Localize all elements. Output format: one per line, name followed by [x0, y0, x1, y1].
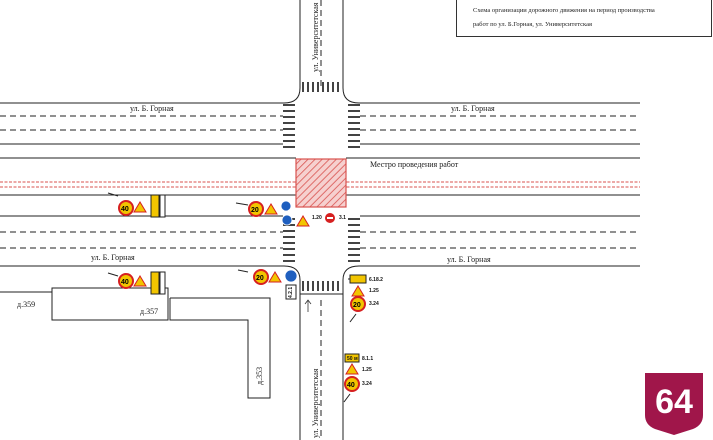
- detour-sign: [150, 271, 160, 295]
- mandatory-direction-sign: [281, 214, 293, 226]
- street-label-gornaya-bottom-right: ул. Б. Горная: [447, 255, 491, 264]
- sign-group-far-south: 50 м 8.1.1 1.25 40 3.24: [343, 353, 373, 403]
- speed-limit-value: 20: [353, 302, 361, 309]
- speed-limit-sign: [248, 201, 264, 217]
- sign-code: 3.24: [362, 381, 372, 387]
- gornaya-street-bottom: [0, 215, 640, 281]
- roadworks-sign: [296, 215, 310, 227]
- street-label-gornaya-top-right: ул. Б. Горная: [451, 104, 495, 113]
- roadworks-sign: [264, 203, 278, 215]
- detour-sign: [349, 274, 367, 284]
- sign-group-west-upper: 40: [107, 192, 166, 218]
- sign-group-west-intersection: 20 1.20 3.1: [235, 200, 346, 227]
- street-label-univ-north: ул. Университетская: [311, 2, 320, 72]
- crosswalk-west: [283, 104, 295, 262]
- sign-code: 6.18.2: [369, 277, 383, 283]
- speed-limit-value: 40: [121, 279, 129, 286]
- work-site-label: Местро проведения работ: [370, 160, 459, 169]
- building-label-357: д.357: [140, 307, 158, 316]
- crosswalk-east: [348, 104, 360, 262]
- title-line-2: работ по ул. Б.Горная, ул. Университетск…: [473, 21, 592, 28]
- work-zone: [295, 158, 347, 208]
- roadworks-sign: [133, 275, 147, 287]
- sign-group-south-west: 20 4.2.1: [237, 269, 298, 300]
- street-label-gornaya-top-left: ул. Б. Горная: [130, 104, 174, 113]
- speed-limit-sign: [344, 376, 360, 392]
- distance-plate: [344, 353, 360, 363]
- sign-code: 3.24: [369, 301, 379, 307]
- building-label-359: д.359: [17, 300, 35, 309]
- roadworks-sign: [351, 285, 365, 297]
- sign-group-south-east: 6.18.2 1.25 20 3.24: [348, 274, 383, 323]
- speed-limit-value: 40: [121, 206, 129, 213]
- street-label-gornaya-bottom-left: ул. Б. Горная: [91, 253, 135, 262]
- crosswalk-north: [302, 82, 339, 92]
- sign-group-west-lower: 40: [107, 271, 166, 295]
- sign-code: 1.25: [362, 367, 372, 373]
- sign-code: 1.20: [312, 215, 322, 221]
- title-box: Схема организации дорожного движения на …: [456, 0, 712, 37]
- speed-limit-sign: [118, 200, 134, 216]
- logo-text: 64: [655, 383, 693, 421]
- sign-code: 1.25: [369, 288, 379, 294]
- title-line-1: Схема организации дорожного движения на …: [473, 7, 655, 14]
- mandatory-direction-sign: [280, 200, 292, 212]
- speed-limit-sign: [253, 269, 269, 285]
- speed-limit-value: 20: [251, 207, 259, 214]
- sign-code: 3.1: [339, 215, 346, 221]
- speed-limit-sign: [350, 296, 366, 312]
- univ-street-north: [299, 0, 344, 88]
- buildings: [0, 287, 271, 399]
- speed-limit-sign: [118, 273, 134, 289]
- sign-code: 50 м: [347, 356, 358, 362]
- speed-limit-value: 20: [256, 275, 264, 282]
- street-label-univ-south: ул. Университетская: [311, 368, 320, 438]
- gornaya-street-top: [0, 87, 640, 196]
- speed-limit-value: 40: [347, 382, 355, 389]
- univ-street-south: [299, 280, 344, 440]
- sign-code: 4.2.1: [288, 287, 294, 298]
- building-label-353: д.353: [255, 367, 264, 385]
- crosswalk-south: [302, 281, 339, 291]
- lane-arrow-south: [304, 299, 312, 312]
- sign-code: 8.1.1: [362, 356, 373, 362]
- roadworks-sign: [268, 271, 282, 283]
- logo-64: 64: [645, 373, 703, 435]
- detour-sign: [150, 194, 160, 218]
- roadworks-sign: [345, 363, 359, 375]
- roadworks-sign: [133, 201, 147, 213]
- mandatory-direction-sign: [284, 269, 298, 283]
